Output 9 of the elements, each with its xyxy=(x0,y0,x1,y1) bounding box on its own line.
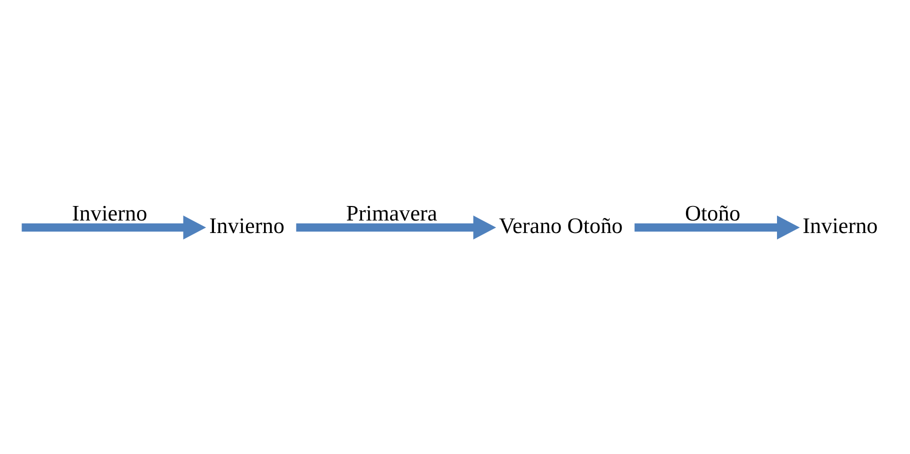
arrow xyxy=(22,215,206,239)
node-text: Invierno xyxy=(802,212,878,238)
edge-label: Primavera xyxy=(346,200,438,225)
arrow xyxy=(296,215,496,239)
edge-label: Invierno xyxy=(72,200,148,225)
edge-label: Otoño xyxy=(684,200,740,225)
node-text: Verano Otoño xyxy=(498,212,623,238)
arrow xyxy=(634,215,800,239)
node-text: Invierno xyxy=(209,212,284,238)
